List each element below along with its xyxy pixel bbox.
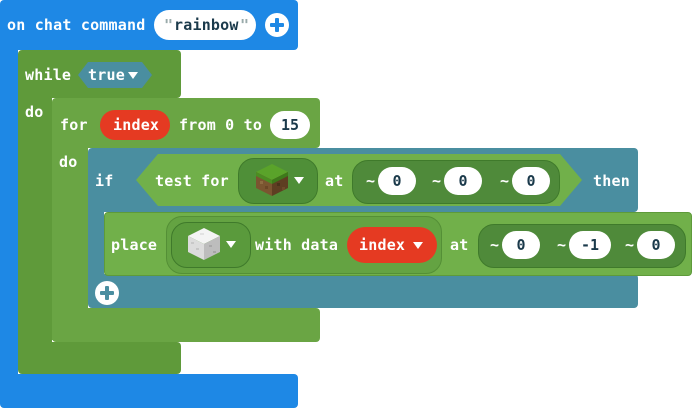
on-chat-command-label: on chat command: [7, 16, 146, 34]
place-tilde-y: ~: [557, 236, 567, 254]
add-parameter-button[interactable]: [265, 13, 289, 37]
test-tilde-x: ~: [366, 172, 376, 190]
with-data-label: with data: [255, 236, 339, 254]
if-block-footer: [88, 274, 638, 308]
place-coord-y-value: -1: [580, 236, 600, 254]
place-coord-z[interactable]: 0: [637, 231, 675, 259]
while-block-footer: [18, 342, 181, 374]
white-wool-block-icon: [188, 228, 220, 260]
place-data-variable-dropdown[interactable]: index: [347, 227, 437, 263]
while-do-label: do: [25, 103, 44, 121]
test-coord-x-value: 0: [392, 172, 402, 190]
if-block-spine: [88, 205, 104, 285]
plus-icon: [270, 18, 284, 32]
triangle-down-icon: [413, 242, 423, 249]
test-coord-z[interactable]: 0: [512, 167, 550, 195]
add-else-button[interactable]: [95, 281, 119, 305]
then-label: then: [593, 172, 630, 190]
test-tilde-z: ~: [500, 172, 510, 190]
place-at-label: at: [450, 236, 469, 254]
while-label: while: [25, 66, 72, 84]
test-tilde-y: ~: [432, 172, 442, 190]
for-to-value-text: 15: [280, 116, 300, 134]
test-coord-z-value: 0: [526, 172, 536, 190]
for-label: for: [60, 116, 88, 134]
test-coord-y-value: 0: [458, 172, 468, 190]
quote-open: ": [164, 16, 174, 34]
place-tilde-z: ~: [625, 236, 635, 254]
triangle-down-icon: [294, 177, 304, 184]
test-for-at-label: at: [325, 172, 344, 190]
for-do-label: do: [59, 153, 78, 171]
while-condition-dropdown[interactable]: true: [78, 62, 152, 88]
place-coord-z-value: 0: [651, 236, 661, 254]
grass-block-icon: [256, 164, 288, 196]
place-label: place: [111, 236, 158, 254]
test-coord-y[interactable]: 0: [444, 167, 482, 195]
place-coord-x[interactable]: 0: [502, 231, 540, 259]
if-label: if: [95, 172, 114, 190]
for-to-value[interactable]: 15: [270, 111, 310, 139]
for-block-spine: [52, 140, 88, 340]
from-to-label: from 0 to: [179, 116, 263, 134]
chat-command-value[interactable]: rainbow: [174, 16, 239, 34]
place-tilde-x: ~: [490, 236, 500, 254]
test-coord-x[interactable]: 0: [378, 167, 416, 195]
plus-icon: [100, 286, 114, 300]
chat-command-input[interactable]: " rainbow ": [154, 10, 256, 40]
place-coord-y[interactable]: -1: [569, 231, 611, 259]
while-condition-value: true: [88, 66, 125, 84]
while-block-spine: [18, 90, 52, 350]
place-coord-x-value: 0: [516, 236, 526, 254]
triangle-down-icon: [128, 72, 138, 79]
for-variable-index[interactable]: index: [100, 110, 170, 140]
for-block-footer: [52, 308, 320, 342]
on-chat-command-block-spine: [0, 40, 18, 380]
on-chat-command-block-footer: [0, 374, 298, 408]
for-variable-label: index: [113, 116, 160, 134]
quote-close: ": [240, 16, 250, 34]
test-for-label: test for: [155, 172, 229, 190]
triangle-down-icon: [226, 241, 236, 248]
place-data-variable-label: index: [359, 236, 406, 254]
